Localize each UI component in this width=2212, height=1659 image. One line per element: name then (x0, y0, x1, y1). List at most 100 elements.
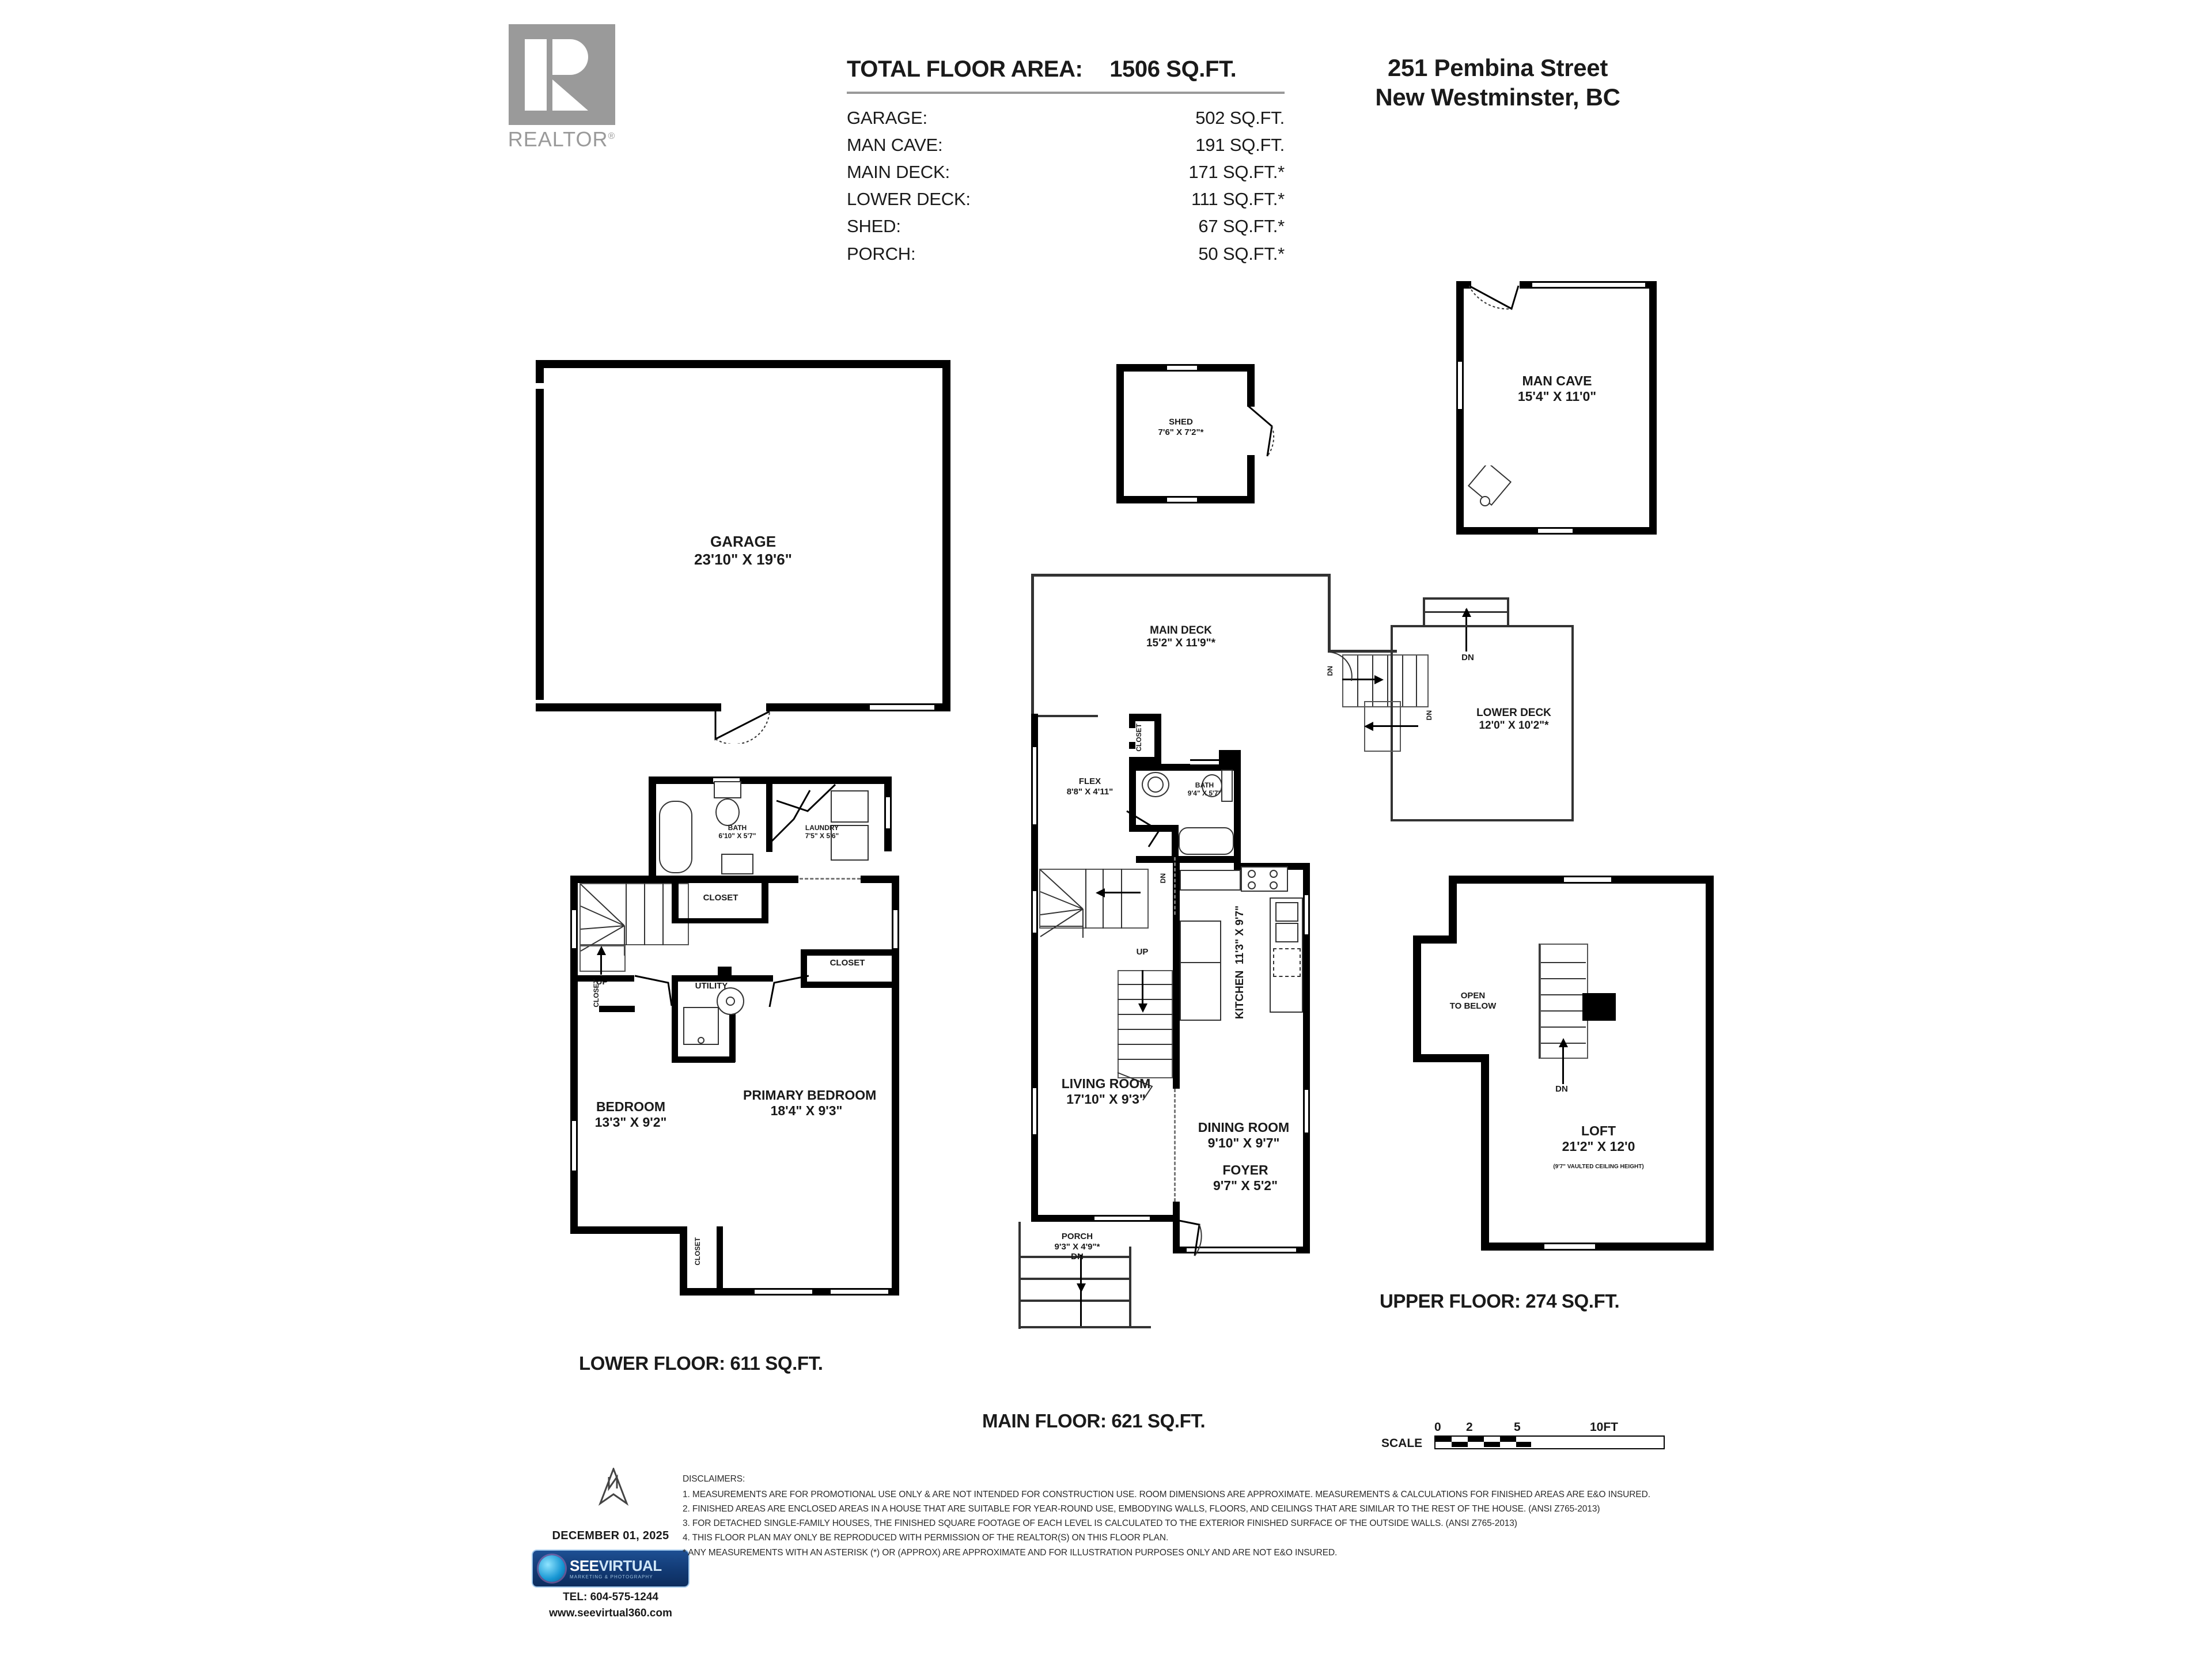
main-bath-name: BATH (1195, 781, 1214, 789)
porch-dn-arrow-icon (1077, 1283, 1086, 1293)
shed-door-swing (1247, 404, 1275, 457)
laundry-dims: 7'5" X 5'6" (805, 832, 839, 840)
main-deck-label: MAIN DECK 15'2" X 11'9"* (1089, 624, 1273, 650)
utility-door-swing-left (634, 975, 673, 1006)
kitchen-dims: 11'3" X 9'7" (1234, 906, 1246, 965)
lower-closet-3-label: CLOSET (592, 979, 600, 1007)
area-row: PORCH:50 SQ.FT.* (847, 240, 1285, 267)
disclaimer-item: 1. MEASUREMENTS ARE FOR PROMOTIONAL USE … (683, 1490, 1650, 1500)
lower-deck-dims: 12'0" X 10'2"* (1479, 719, 1549, 732)
porch-name: PORCH (1061, 1232, 1093, 1241)
dining-room-label: DINING ROOM 9'10" X 9'7" (1177, 1120, 1310, 1151)
living-dn-arrow-icon (1096, 888, 1105, 897)
deck-dn-arrow-icon (1374, 675, 1384, 684)
foyer-dims: 9'7" X 5'2" (1213, 1178, 1278, 1194)
loft-dn-label: DN (1555, 1084, 1568, 1094)
dining-room-name: DINING ROOM (1198, 1120, 1290, 1135)
flex-name: FLEX (1078, 777, 1101, 786)
contact-website: www.seevirtual360.com (549, 1607, 672, 1619)
area-row: GARAGE: 502 SQ.FT. (847, 104, 1285, 131)
main-floor-title: MAIN FLOOR: 621 SQ.FT. (982, 1410, 1206, 1431)
lower-bath-dims: 6'10" X 5'7" (718, 832, 756, 840)
scale-bar-graphic (1434, 1435, 1665, 1449)
up-arrow-icon (597, 946, 606, 955)
loft-dn-arrow-icon (1559, 1038, 1568, 1047)
area-row-value: 111 SQ.FT.* (1191, 189, 1285, 210)
scale-label: SCALE (1381, 1437, 1423, 1450)
seevirtual-planet-icon (539, 1555, 565, 1582)
utility-door-swing-right (768, 975, 809, 1007)
disclaimer-item: 3. FOR DETACHED SINGLE-FAMILY HOUSES, TH… (683, 1518, 1517, 1529)
man-cave-door-swing (1469, 285, 1520, 310)
kitchen-name: KITCHEN (1234, 970, 1246, 1020)
laundry-name: LAUNDRY (805, 824, 839, 832)
lower-floor-title: LOWER FLOOR: 611 SQ.FT. (579, 1353, 823, 1374)
man-cave-label: MAN CAVE 15'4" X 11'0" (1479, 373, 1635, 404)
open-to-below-label: OPEN TO BELOW (1427, 991, 1519, 1011)
area-row: LOWER DECK:111 SQ.FT.* (847, 185, 1285, 213)
area-row-label: MAIN DECK: (847, 162, 950, 183)
main-deck-dims: 15'2" X 11'9"* (1146, 637, 1216, 650)
scale-tick-0: 0 (1434, 1421, 1441, 1434)
garage-name: GARAGE (710, 533, 777, 550)
realtor-wordmark: REALTOR® (507, 127, 616, 151)
man-cave-dims: 15'4" X 11'0" (1517, 389, 1597, 404)
realtor-r-mark (508, 24, 615, 125)
north-compass-icon (598, 1468, 629, 1506)
foyer-label: FOYER 9'7" X 5'2" (1188, 1162, 1303, 1194)
area-summary: TOTAL FLOOR AREA: 1506 SQ.FT. GARAGE: 502… (847, 56, 1285, 267)
loft-dims: 21'2" X 12'0 (1562, 1139, 1635, 1154)
up-to-loft-arrow-icon (1138, 1003, 1147, 1013)
area-row-value: 502 SQ.FT. (1195, 108, 1285, 128)
area-row-label: PORCH: (847, 243, 916, 264)
bedroom-name: BEDROOM (596, 1099, 666, 1114)
lower-deck-name: LOWER DECK (1476, 707, 1551, 719)
area-row: SHED: 67 SQ.FT.* (847, 213, 1285, 240)
living-dn-label: DN (1159, 873, 1167, 884)
shed-label: SHED 7'6" X 7'2"* (1123, 417, 1238, 437)
laundry-door-swing (776, 783, 836, 812)
bedroom-label: BEDROOM 13'3" X 9'2" (582, 1099, 680, 1130)
primary-bedroom-name: PRIMARY BEDROOM (743, 1088, 877, 1103)
address-line-2: New Westminster, BC (1375, 84, 1620, 111)
disclaimer-item: 4. THIS FLOOR PLAN MAY ONLY BE REPRODUCE… (683, 1533, 1169, 1543)
scale-ticks: 0 2 5 10FT (1434, 1421, 1665, 1435)
seevirtual-tagline: MARKETING & PHOTOGRAPHY (570, 1574, 653, 1580)
shed-dims: 7'6" X 7'2"* (1158, 427, 1204, 437)
scale-bar: 0 2 5 10FT SCALE (1381, 1421, 1665, 1450)
garage-door-swing (714, 703, 770, 744)
area-row-value: 191 SQ.FT. (1195, 135, 1285, 156)
lower-deck-dn-arrow-left-icon (1364, 722, 1373, 731)
lower-bath-label: BATH 6'10" X 5'7" (695, 824, 780, 840)
garage-dims: 23'10" X 19'6" (694, 550, 793, 568)
primary-bedroom-dims: 18'4" X 9'3" (770, 1103, 843, 1119)
realtor-logo: REALTOR® (487, 24, 637, 157)
bedroom-dims: 13'3" X 9'2" (594, 1115, 667, 1130)
foyer-name: FOYER (1222, 1162, 1268, 1177)
laundry-label: LAUNDRY 7'5" X 5'6" (779, 824, 865, 840)
disclaimer-item: 2. FINISHED AREAS ARE ENCLOSED AREAS IN … (683, 1504, 1600, 1514)
living-room-label: LIVING ROOM 17'10" X 9'3" (1043, 1076, 1169, 1107)
main-winder-stair-icon (1040, 869, 1084, 938)
total-floor-area-row: TOTAL FLOOR AREA: 1506 SQ.FT. (847, 56, 1285, 82)
total-floor-area-value: 1506 SQ.FT. (1109, 56, 1237, 82)
property-address: 251 Pembina Street New Westminster, BC (1308, 53, 1688, 112)
loft-name: LOFT (1581, 1123, 1616, 1138)
area-row-label: MAN CAVE: (847, 135, 943, 156)
contact-phone: TEL: 604-575-1244 (563, 1591, 658, 1603)
main-bath-label: BATH 9'4" X 5'7" (1167, 781, 1242, 797)
plan-date: DECEMBER 01, 2025 (552, 1529, 669, 1542)
disclaimers-block: DISCLAIMERS: 1. MEASUREMENTS ARE FOR PRO… (683, 1472, 1656, 1560)
porch-dn-label: DN (1071, 1252, 1084, 1262)
lower-closet-2-label: CLOSET (830, 958, 865, 968)
lower-deck-dn-top-label: DN (1461, 653, 1474, 662)
area-row-value: 67 SQ.FT.* (1198, 216, 1285, 237)
area-row-label: SHED: (847, 216, 901, 237)
deck-gate-swing (1329, 652, 1353, 681)
loft-label: LOFT 21'2" X 12'0 (1529, 1123, 1668, 1154)
main-closet-label: CLOSET (1135, 724, 1143, 752)
area-row-label: GARAGE: (847, 108, 927, 128)
lower-closet-4-label: CLOSET (694, 1237, 702, 1266)
upper-floor-title: UPPER FLOOR: 274 SQ.FT. (1380, 1290, 1620, 1312)
loft-ceiling-note: (9'7" VAULTED CEILING HEIGHT) (1553, 1164, 1644, 1170)
